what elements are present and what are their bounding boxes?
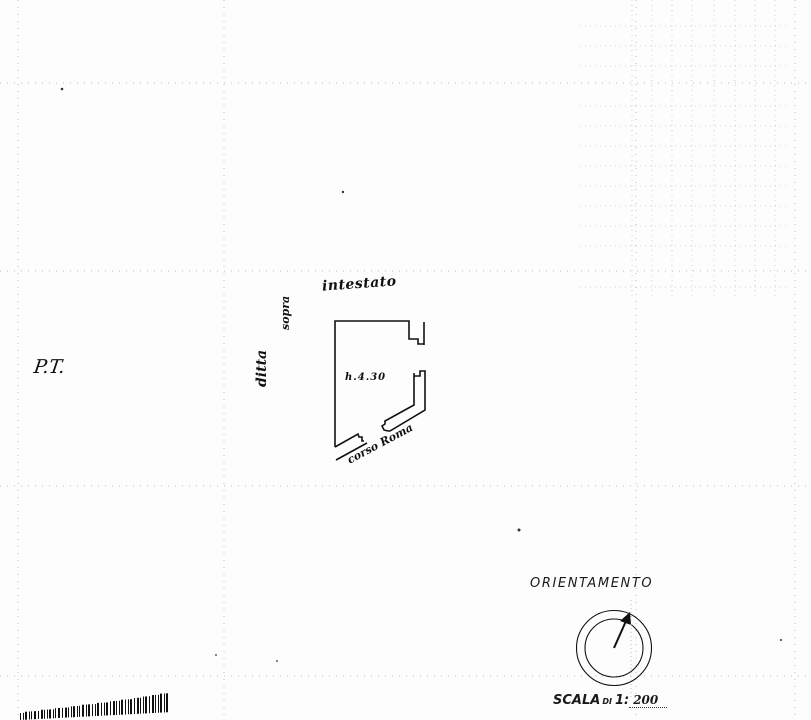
scale-ratio-prefix: 1: <box>614 693 630 708</box>
scale-value: 200 <box>629 693 668 708</box>
orientation-title: ORIENTAMENTO <box>530 576 654 591</box>
unit-height-label: h.4.30 <box>345 372 387 383</box>
scale-label: SCALA <box>553 693 601 708</box>
floor-label: P.T. <box>32 356 67 378</box>
west-neighbor-sublabel: sopra <box>279 295 292 330</box>
scale-connector: DI <box>602 697 612 706</box>
west-neighbor-label: ditta <box>254 349 270 387</box>
